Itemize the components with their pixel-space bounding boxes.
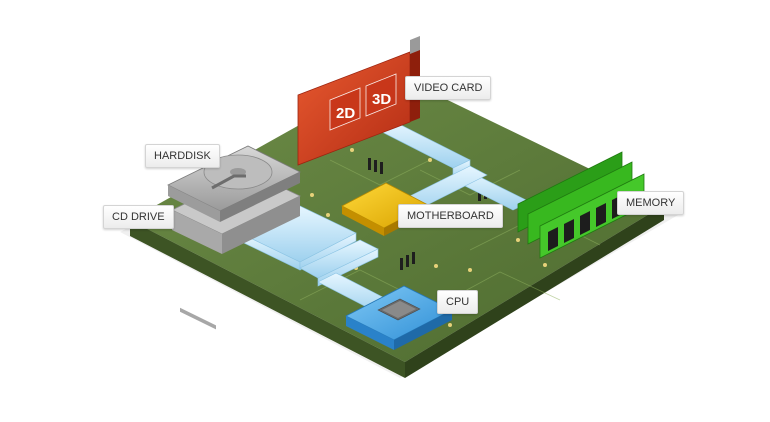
bus-pipes <box>243 121 531 316</box>
cpu-socket <box>345 285 453 350</box>
badge-2d-text: 2D <box>336 105 355 122</box>
badge-3d: 3D <box>365 73 397 117</box>
video-card: 2D 3D <box>297 36 420 166</box>
memory-label: MEMORY <box>617 191 685 215</box>
harddisk-label: HARDDISK <box>145 144 220 168</box>
motherboard-label: MOTHERBOARD <box>398 204 503 228</box>
video-card-label: VIDEO CARD <box>405 76 492 100</box>
cd-drive-label: CD DRIVE <box>103 205 174 229</box>
badge-2d: 2D <box>329 87 361 131</box>
drive-stack <box>167 145 301 330</box>
cpu-label: CPU <box>437 290 479 314</box>
badge-3d-text: 3D <box>372 91 391 108</box>
